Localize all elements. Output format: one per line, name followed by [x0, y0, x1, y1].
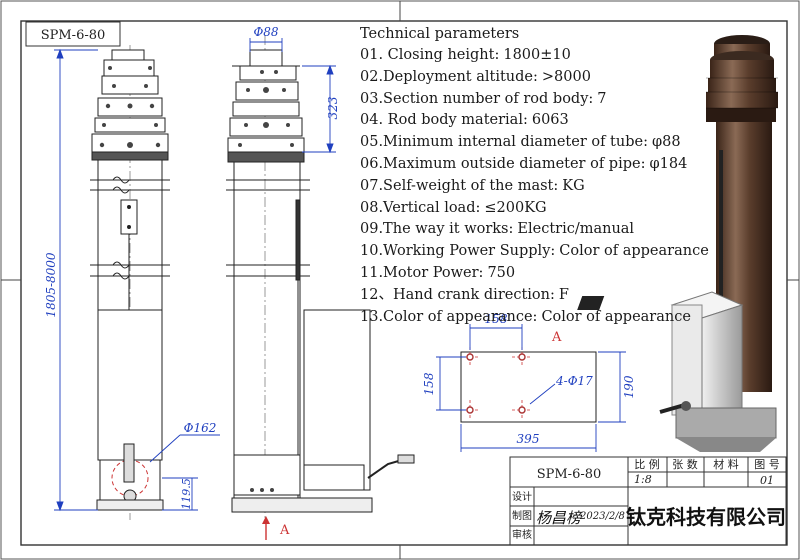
spec-row: 04. Rod body material:6063 — [360, 113, 569, 128]
view-arrow-a — [262, 516, 270, 540]
spec-row: 07.Self-weight of the mast:KG — [360, 179, 585, 194]
header-sheets: 张 数 — [672, 458, 698, 471]
holes-dim: 4-Φ17 — [555, 374, 593, 388]
spec-row: 10.Working Power Supply:Color of appeara… — [360, 244, 709, 259]
spec-heading: Technical parameters — [360, 26, 520, 42]
spec-label: 10.Working Power Supply: — [360, 243, 556, 260]
date: 2023/2/8 — [579, 511, 625, 522]
header-material: 材 料 — [713, 457, 739, 471]
base-height-dim: 119.5 — [180, 478, 193, 510]
spec-label: 01. Closing height: — [360, 47, 500, 63]
spec-label: 04. Rod body material: — [360, 112, 528, 129]
front-dimensions — [54, 48, 220, 512]
spec-value: >8000 — [541, 68, 591, 85]
spec-row: 03.Section number of rod body:7 — [360, 90, 607, 107]
spec-row: 13.Color of appearance:Color of appearan… — [360, 308, 691, 325]
spec-label: 09.The way it works: — [360, 221, 514, 238]
spec-label: 13.Color of appearance: — [360, 308, 538, 325]
spec-value: 6063 — [531, 112, 569, 129]
spec-label: 05.Minimum internal diameter of tube: — [360, 134, 648, 151]
spec-value: Electric/manual — [517, 221, 635, 238]
spec-value: F — [558, 286, 569, 303]
side-view — [226, 35, 415, 520]
spec-value: KG — [562, 177, 585, 194]
front-view — [90, 45, 170, 520]
spec-value: φ88 — [651, 134, 681, 151]
spec-value: ≤200KG — [484, 199, 547, 216]
spec-value: 1800±10 — [503, 47, 571, 63]
drawing-label: SPM-6-80 — [41, 28, 106, 43]
plate-width-dim: 395 — [517, 432, 540, 446]
spec-label: 06.Maximum outside diameter of pipe: — [360, 156, 646, 172]
plate-side-dim: 158 — [422, 372, 436, 395]
spec-row: 08.Vertical load:≤200KG — [360, 199, 547, 216]
view-mark-a-plate: A — [551, 330, 562, 345]
view-mark-a-side: A — [279, 523, 290, 538]
side-dimensions — [249, 38, 336, 154]
spec-row: 05.Minimum internal diameter of tube:φ88 — [360, 135, 681, 150]
spec-row: 01. Closing height:1800±10 — [360, 48, 571, 63]
plate-hole-spacing-dim: 158 — [485, 312, 508, 326]
mast-render — [577, 35, 778, 452]
spec-value: 7 — [597, 90, 607, 107]
spec-label: 12、Hand crank direction: — [360, 286, 555, 303]
plate-height-dim: 190 — [622, 375, 636, 398]
sheet-value: 01 — [760, 474, 774, 487]
crank-diameter-dim: Φ162 — [184, 421, 217, 435]
spec-label: 11.Motor Power: — [360, 265, 484, 281]
spec-row: 11.Motor Power:750 — [360, 266, 515, 281]
spec-row: 12、Hand crank direction:F — [360, 288, 569, 303]
plate-dimensions — [436, 324, 626, 452]
row-draft: 制图 — [512, 509, 532, 522]
row-review: 审核 — [512, 528, 532, 541]
top-diameter-dim: Φ88 — [253, 25, 278, 39]
spec-label: 08.Vertical load: — [360, 199, 481, 216]
title-block — [509, 456, 787, 546]
spec-label: 03.Section number of rod body: — [360, 90, 594, 107]
spec-value: φ184 — [649, 156, 688, 172]
spec-value: Color of appearance — [559, 243, 709, 260]
header-drawing-no: 图 号 — [754, 458, 780, 471]
inner-border — [20, 20, 788, 546]
spec-value: Color of appearance — [541, 308, 691, 325]
header-scale: 比 例 — [634, 457, 660, 471]
signature: 杨昌榜 — [536, 509, 583, 527]
spec-row: 02.Deployment altitude:>8000 — [360, 70, 591, 85]
row-design: 设计 — [512, 490, 532, 503]
spec-row: 09.The way it works:Electric/manual — [360, 222, 634, 237]
spec-label: 07.Self-weight of the mast: — [360, 177, 559, 194]
top-section-dim: 323 — [326, 96, 340, 119]
drawing-label-box — [25, 21, 121, 47]
spec-row: 06.Maximum outside diameter of pipe:φ184 — [360, 157, 687, 172]
title-drawing-no: SPM-6-80 — [537, 467, 602, 482]
spec-value: 750 — [487, 265, 516, 281]
spec-label: 02.Deployment altitude: — [360, 68, 538, 85]
company-name: 钛克科技有限公司 — [626, 505, 786, 529]
overall-height-dim: 1805-8000 — [44, 252, 58, 317]
base-plate-view — [460, 347, 597, 423]
scale-value: 1:8 — [634, 473, 652, 486]
